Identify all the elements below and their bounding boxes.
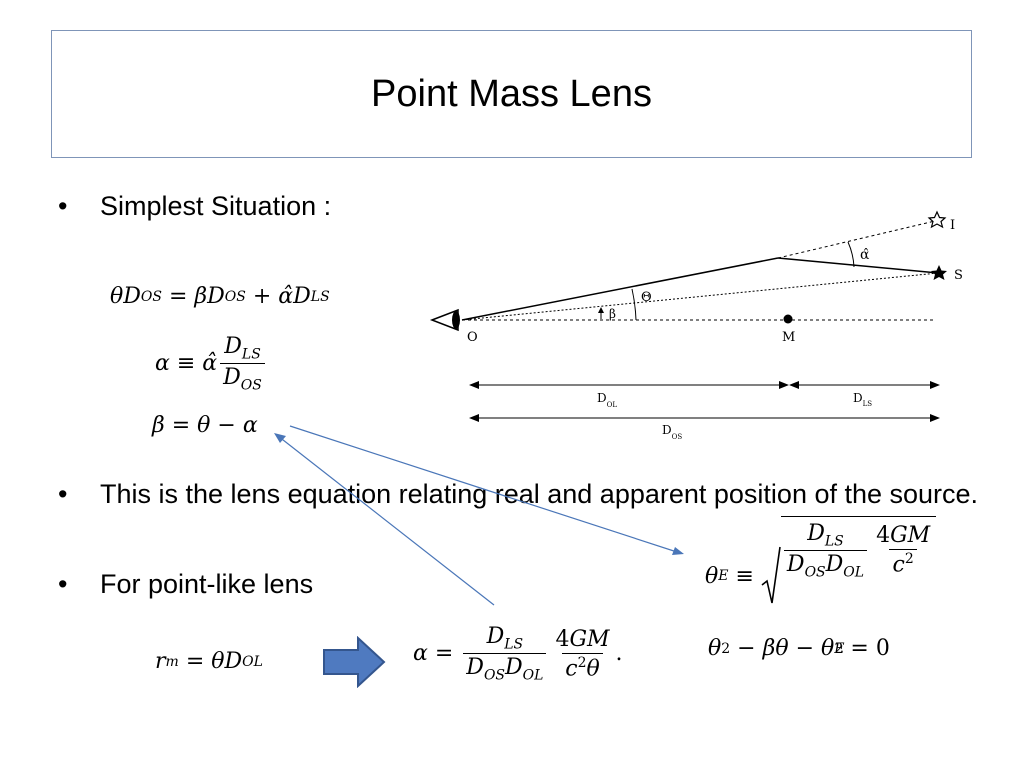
bullet-text: For point-like lens — [100, 569, 314, 599]
bullet-dot: • — [58, 191, 68, 221]
bullet-text: Simplest Situation : — [100, 191, 332, 221]
label-image: I — [950, 218, 955, 233]
light-ray-outgoing — [777, 257, 939, 274]
bullet-text: This is the lens equation relating real … — [100, 479, 979, 509]
slide-title: Point Mass Lens — [371, 72, 652, 115]
distance-d-ol — [469, 381, 789, 389]
equation-beta: β = θ − α — [152, 413, 258, 438]
outline-star-icon — [927, 210, 947, 229]
bullet-lens-equation: • This is the lens equation relating rea… — [58, 474, 980, 514]
bullet-dot: • — [58, 479, 68, 509]
pointer-to-einstein-angle — [289, 425, 684, 555]
dot-icon — [783, 314, 793, 324]
label-d-ol: DOL — [597, 391, 617, 409]
bullet-point-lens: • For point-like lens — [58, 564, 980, 604]
apparent-direction-line — [777, 220, 936, 259]
bullet-simplest: • Simplest Situation : — [58, 186, 980, 226]
label-source: S — [954, 268, 963, 283]
beta-arrowhead — [598, 307, 604, 313]
label-beta: β — [609, 307, 616, 321]
label-theta: Θ — [641, 290, 652, 305]
label-observer: O — [467, 330, 478, 345]
title-box: Point Mass Lens — [51, 30, 972, 158]
pointer-to-beta-equation — [274, 433, 495, 606]
source-direction-line — [461, 272, 939, 321]
bullet-dot: • — [58, 569, 68, 599]
label-d-os: DOS — [662, 423, 682, 441]
eye-icon — [429, 308, 460, 332]
sqrt-sign-icon — [761, 546, 781, 604]
theta-arc — [631, 288, 637, 321]
label-alpha-hat: α̂ — [860, 247, 870, 263]
distance-d-ls — [789, 381, 940, 389]
label-d-ls: DLS — [853, 391, 872, 408]
distance-d-os — [469, 414, 940, 422]
label-mass: M — [782, 330, 795, 345]
light-ray-incoming — [461, 257, 779, 321]
filled-star-icon — [931, 265, 947, 280]
right-block-arrow-icon — [323, 636, 386, 688]
alpha-arc — [847, 241, 855, 268]
